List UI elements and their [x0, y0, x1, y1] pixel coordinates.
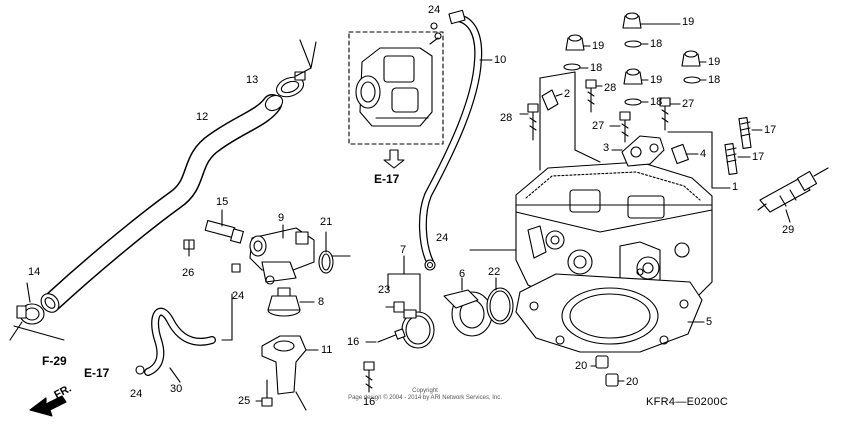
part-label-18a: 18 — [650, 38, 663, 50]
front-arrow — [29, 395, 67, 417]
part-label-6: 6 — [459, 268, 466, 280]
part-label-24a: 24 — [428, 4, 441, 16]
copyright-line-1: Copyright — [412, 388, 438, 394]
part-label-18b: 18 — [590, 62, 603, 74]
part-label-17b: 17 — [752, 151, 765, 163]
clamp-14 — [9, 282, 65, 341]
thermostat-housing-9 — [249, 224, 315, 285]
bolt-25 — [255, 379, 273, 407]
ref-e17-left: E-17 — [84, 366, 110, 380]
part-label-1: 1 — [732, 181, 739, 193]
part-label-20a: 20 — [575, 360, 588, 372]
o-ring-22 — [486, 277, 514, 325]
carburetor-ref-box — [348, 31, 444, 169]
part-label-10: 10 — [494, 54, 507, 66]
part-label-19b: 19 — [592, 40, 605, 52]
clamp-13 — [275, 39, 317, 98]
part-label-16a: 16 — [347, 336, 360, 348]
part-label-7: 7 — [400, 244, 407, 256]
part-label-24d: 24 — [130, 388, 143, 400]
part-label-29: 29 — [782, 224, 795, 236]
hose-12 — [40, 94, 284, 313]
thermostat-8 — [267, 287, 315, 317]
insulator-6 — [443, 277, 493, 337]
part-label-27b: 27 — [592, 120, 605, 132]
part-label-15: 15 — [216, 196, 229, 208]
copyright-notice: Copyright Page design © 2004 - 2014 by A… — [330, 388, 520, 402]
part-label-24c: 24 — [232, 290, 245, 302]
part-label-23: 23 — [378, 284, 391, 296]
part-label-24b: 24 — [436, 232, 449, 244]
sensor-15 — [183, 209, 244, 257]
bolts-27-28 — [519, 79, 681, 143]
part-label-2: 2 — [564, 88, 571, 100]
ref-f29: F-29 — [42, 354, 67, 368]
part-label-28a: 28 — [604, 82, 617, 94]
part-label-28b: 28 — [500, 112, 513, 124]
part-label-14: 14 — [28, 266, 41, 278]
part-label-3: 3 — [603, 142, 610, 154]
screws-16-23 — [363, 301, 406, 393]
part-label-13: 13 — [246, 74, 259, 86]
hose-30 — [135, 263, 241, 383]
part-label-11: 11 — [321, 344, 333, 356]
dowel-20 — [590, 355, 625, 387]
band-7 — [387, 255, 435, 349]
ref-e17-top: E-17 — [374, 172, 400, 186]
o-ring-21 — [318, 231, 351, 274]
cap-nuts-19 — [563, 12, 707, 106]
part-label-18d: 18 — [650, 96, 663, 108]
part-label-5: 5 — [706, 316, 713, 328]
hose-10 — [418, 9, 493, 271]
pin-4 — [671, 143, 699, 165]
part-label-8: 8 — [318, 296, 325, 308]
collar-2 — [541, 89, 563, 111]
part-label-19a: 19 — [682, 16, 695, 28]
holder-3 — [611, 131, 713, 189]
part-label-25: 25 — [238, 395, 251, 407]
part-label-20b: 20 — [626, 376, 639, 388]
part-label-4: 4 — [700, 148, 707, 160]
part-label-9: 9 — [278, 212, 285, 224]
part-label-19d: 19 — [650, 74, 663, 86]
copyright-line-2: Page design © 2004 - 2014 by ARI Network… — [348, 395, 502, 401]
spark-plug-29 — [757, 167, 829, 223]
part-label-21: 21 — [320, 216, 333, 228]
part-label-12: 12 — [196, 111, 209, 123]
part-label-16b: 16 — [363, 396, 376, 408]
gasket-5 — [469, 249, 705, 353]
part-label-18c: 18 — [708, 74, 721, 86]
part-label-27a: 27 — [682, 98, 695, 110]
part-label-19c: 19 — [708, 56, 721, 68]
water-pipe-11 — [261, 335, 319, 411]
part-label-30: 30 — [170, 383, 183, 395]
part-label-17a: 17 — [764, 124, 777, 136]
part-label-22: 22 — [488, 266, 501, 278]
diagram-code: KFR4—E0200C — [646, 396, 729, 408]
part-label-26: 26 — [182, 267, 195, 279]
studs-17 — [724, 117, 763, 175]
